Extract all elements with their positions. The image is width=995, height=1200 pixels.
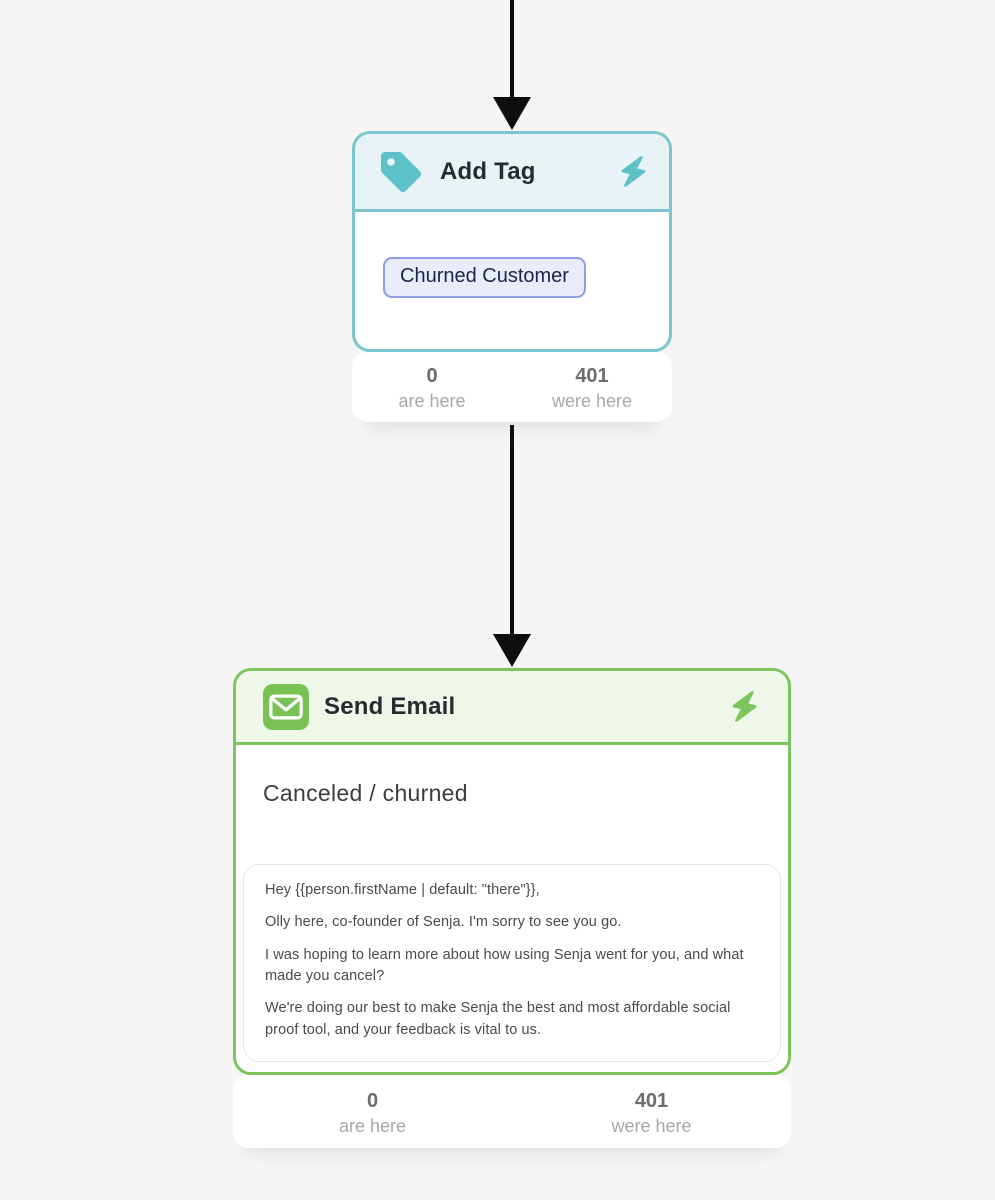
add-tag-stats-footer: 0 are here 401 were here — [352, 352, 672, 422]
tag-icon — [381, 151, 421, 192]
lightning-icon — [621, 155, 646, 187]
send-email-stats-footer: 0 are here 401 were here — [233, 1075, 791, 1148]
stat-were-here-value: 401 — [634, 1089, 669, 1112]
connector-arrowhead-incoming — [493, 97, 531, 130]
stat-are-here-label: are here — [338, 1115, 407, 1136]
send-email-body: Canceled / churned Hey {{person.firstNam… — [236, 780, 788, 1062]
stat-were-here-label: were here — [611, 1115, 692, 1136]
stat-were-here: 401 were here — [512, 1087, 791, 1137]
connector-line-incoming — [510, 0, 514, 100]
send-email-title: Send Email — [324, 692, 456, 720]
stat-were-here: 401 were here — [512, 362, 672, 412]
add-tag-header: Add Tag — [355, 134, 669, 212]
lightning-icon — [732, 690, 757, 722]
stat-are-here-value: 0 — [426, 365, 438, 387]
email-paragraph: Olly here, co-founder of Senja. I'm sorr… — [265, 914, 622, 931]
envelope-icon — [263, 683, 309, 730]
stat-are-here: 0 are here — [352, 362, 512, 412]
node-send-email[interactable]: Send Email Canceled / churned Hey {{pers… — [233, 668, 791, 1075]
stat-are-here: 0 are here — [233, 1087, 512, 1137]
send-email-header: Send Email — [236, 671, 788, 745]
email-paragraph: I was hoping to learn more about how usi… — [265, 946, 744, 984]
stat-are-here-value: 0 — [366, 1089, 379, 1112]
email-preview-box[interactable]: Hey {{person.firstName | default: "there… — [243, 864, 781, 1062]
email-subject: Canceled / churned — [263, 780, 468, 806]
add-tag-body: Churned Customer — [355, 212, 669, 298]
churned-customer-tag[interactable]: Churned Customer — [383, 257, 586, 298]
connector-line-between — [510, 425, 514, 637]
stat-were-here-value: 401 — [575, 365, 609, 387]
add-tag-title: Add Tag — [440, 157, 536, 185]
stat-were-here-label: were here — [551, 391, 633, 411]
email-paragraph: We're doing our best to make Senja the b… — [265, 1000, 731, 1038]
stat-are-here-label: are here — [398, 391, 466, 411]
email-paragraph: Hey {{person.firstName | default: "there… — [265, 882, 540, 898]
connector-arrowhead-between — [493, 634, 531, 667]
node-add-tag[interactable]: Add Tag Churned Customer — [352, 131, 672, 352]
